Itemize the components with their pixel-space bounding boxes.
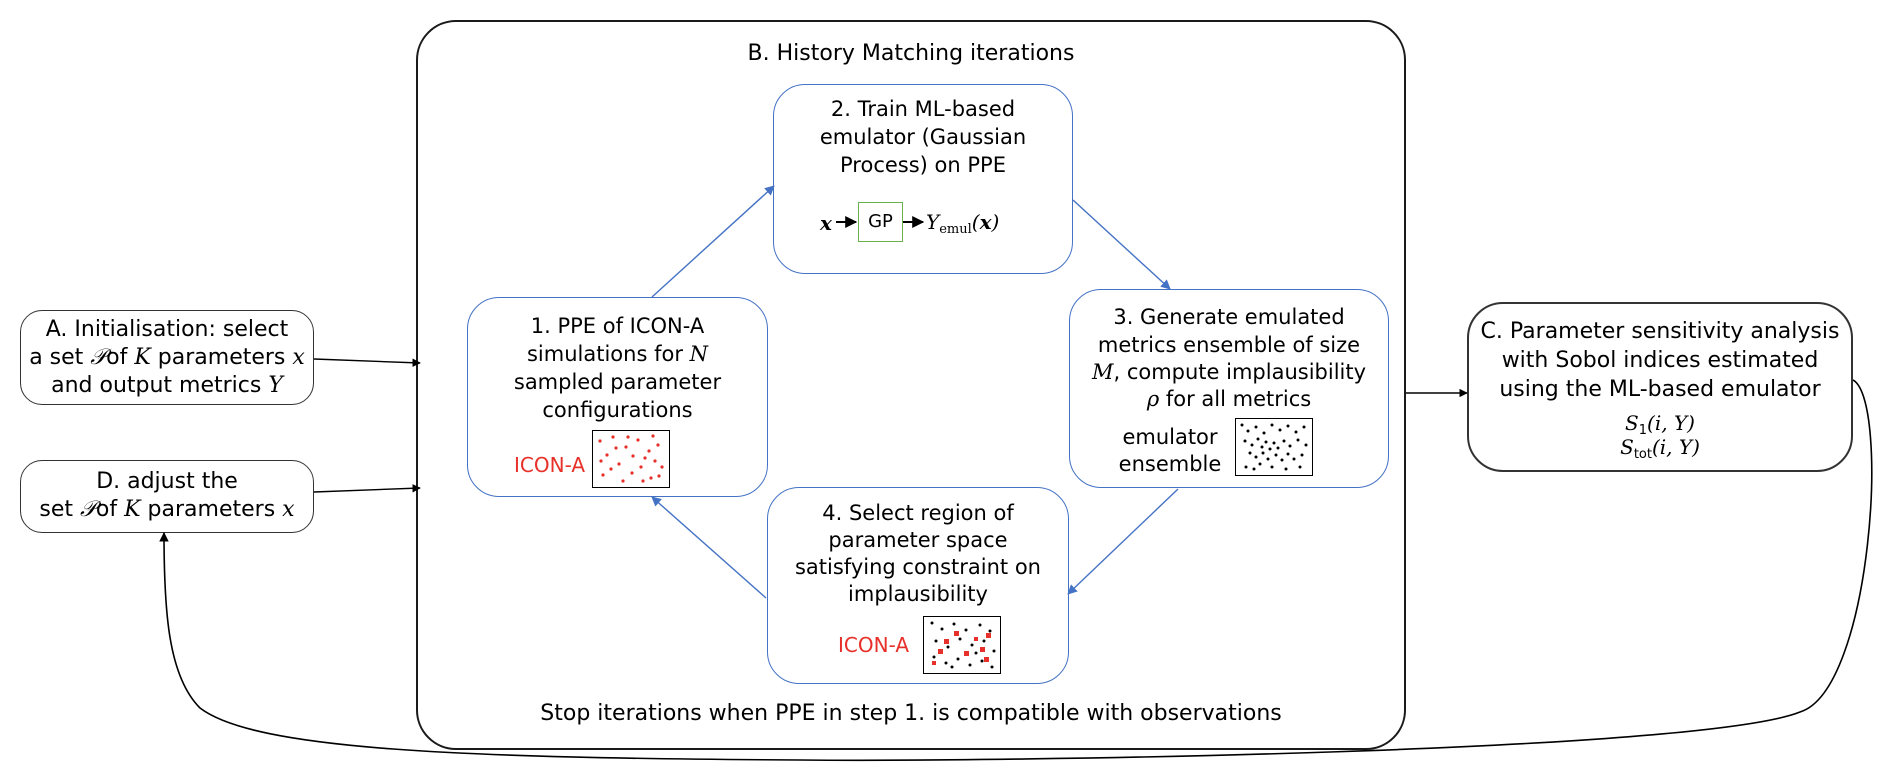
feedback-loop-c-to-d [159,379,1873,762]
sobol-first-order: S1(i, Y) [1625,411,1695,438]
step2-box [773,84,1073,274]
sensitivity-line3: using the ML-based emulator [1499,377,1821,402]
step4-scatter-dots [930,621,996,669]
step3-line1: 3. Generate emulated [1113,305,1345,329]
step3-line2: metrics ensemble of size [1097,333,1361,357]
step4-icon-a-label: ICON-A [838,633,910,657]
gp-input-label: x [820,211,832,235]
initialisation-line2: a set 𝒫of K parameters x [29,345,305,370]
step4-line4: implausibility [848,582,988,606]
step1-line4: configurations [542,398,693,422]
gp-output-label: Yemul(x) [926,210,1000,237]
step3-scatter-dots [1240,423,1308,471]
step2-line2: emulator (Gaussian [819,125,1027,149]
initialisation-box [20,310,314,405]
stop-iterations-text: Stop iterations when PPE in step 1. is c… [540,701,1282,726]
initialisation-line3: and output metrics Y [51,373,283,398]
sobol-total-order: Stot(i, Y) [1620,435,1700,462]
step2-line3: Process) on PPE [840,153,1006,177]
step4-line1: 4. Select region of [822,501,1014,525]
step1-line3: sampled parameter [513,370,722,394]
arrow-step2-to-step3 [1072,199,1171,290]
sensitivity-line1: C. Parameter sensitivity analysis [1480,319,1840,344]
step1-line2: simulations for N [526,342,708,366]
arrow-step1-to-step2 [651,185,775,298]
step3-box [1069,289,1389,488]
step2-line1: 2. Train ML-based [830,97,1016,121]
sensitivity-analysis-box [1467,302,1853,472]
arrow-d-to-history-matching [313,484,421,493]
arrow-step3-to-step4 [1067,488,1179,595]
emulator-ensemble-label-1: emulator [1122,425,1218,449]
adjust-line1: D. adjust the [96,469,238,494]
emulator-ensemble-label-2: ensemble [1118,452,1222,476]
sensitivity-line2: with Sobol indices estimated [1501,348,1819,373]
step4-line2: parameter space [828,528,1008,552]
step1-icon-a-label: ICON-A [514,453,586,477]
gp-box: GP [858,202,903,242]
adjust-line2: set 𝒫of K parameters x [39,497,295,522]
arrow-a-to-history-matching [313,358,421,367]
initialisation-line1: A. Initialisation: select [45,317,289,342]
step3-line3: M, compute implausibility [1091,360,1367,384]
step4-line3: satisfying constraint on [794,555,1041,579]
history-matching-box [416,20,1406,750]
step4-box [767,487,1069,684]
step3-line4: ρ for all metrics [1146,387,1312,411]
arrow-step4-to-step1 [651,496,767,599]
step1-line1: 1. PPE of ICON-A [530,314,705,338]
step4-region-scatter [923,616,1001,674]
step1-ppe-scatter [592,430,670,488]
emulator-ensemble-scatter [1235,418,1313,476]
history-matching-title: B. History Matching iterations [747,41,1075,66]
step1-scatter-dots [598,434,664,483]
